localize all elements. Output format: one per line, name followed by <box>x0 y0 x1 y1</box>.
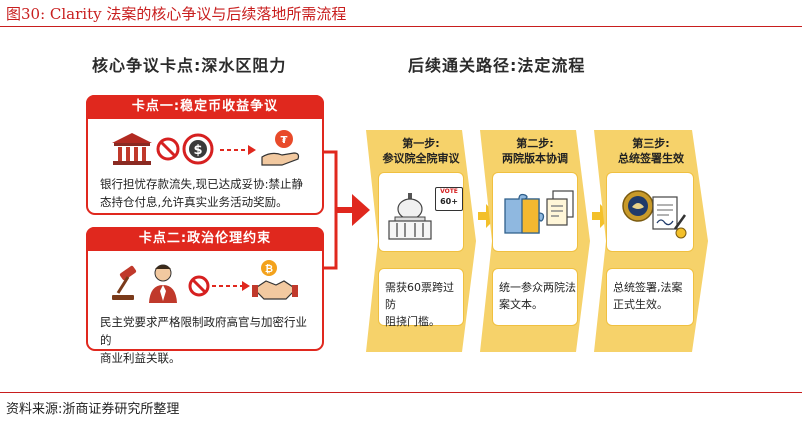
dollar-coin-icon: $ <box>182 133 214 165</box>
step3-title: 第三步: 总统签署生效 <box>594 136 708 166</box>
panel-political-ethics: 卡点二:政治伦理约束 ₿ 民主党要求严格限制政府高官与加密行业的 商业利益关联。 <box>86 227 324 365</box>
step-1: 第一步: 参议院全院审议 VOTE 60+ 需获60票跨过防 阻挠门槛。 <box>366 130 476 352</box>
hand-coin-icon: ₮ <box>260 127 304 169</box>
step3-text-line2: 正式生效。 <box>613 298 668 311</box>
step2-text-line1: 统一参众两院法 <box>499 281 576 294</box>
step2-title: 第二步: 两院版本协调 <box>480 136 590 166</box>
step2-title-line2: 两院版本协调 <box>502 152 568 165</box>
left-heading: 核心争议卡点:深水区阻力 <box>92 56 287 75</box>
step1-title: 第一步: 参议院全院审议 <box>366 136 476 166</box>
panel-stablecoin-yield: 卡点一:稳定币收益争议 $ ₮ 银行担忧存款流失,现已达成妥协:禁止静 态持仓付… <box>86 95 324 215</box>
vote-badge-line1: VOTE <box>440 188 458 195</box>
panel1-text: 银行担忧存款流失,现已达成妥协:禁止静 态持仓付息,允许真实业务活动奖励。 <box>100 175 312 211</box>
step1-title-line2: 参议院全院审议 <box>382 152 460 165</box>
panel2-text-line1: 民主党要求严格限制政府高官与加密行业的 <box>100 315 307 347</box>
bottom-divider <box>0 392 802 393</box>
panel1-title: 卡点一:稳定币收益争议 <box>86 95 324 119</box>
step1-text-line2: 阻挠门槛。 <box>385 315 440 328</box>
arrow-right-icon <box>220 145 256 155</box>
seal-icon <box>621 189 655 223</box>
panel2-text: 民主党要求严格限制政府高官与加密行业的 商业利益关联。 <box>100 313 312 367</box>
panel1-text-line2: 态持仓付息,允许真实业务活动奖励。 <box>100 195 288 209</box>
step3-icon-box <box>606 172 694 252</box>
step2-text: 统一参众两院法 案文本。 <box>499 279 576 313</box>
step-2: 第二步: 两院版本协调 统一参众两院法 案文本。 <box>480 130 590 352</box>
step1-text-box: 需获60票跨过防 阻挠门槛。 <box>378 268 464 328</box>
vote-badge-line2: 60+ <box>440 197 458 206</box>
step3-title-line2: 总统签署生效 <box>618 152 684 165</box>
right-heading: 后续通关路径:法定流程 <box>408 56 586 75</box>
gavel-icon <box>110 265 144 303</box>
step3-title-line1: 第三步: <box>632 137 670 150</box>
puzzle-icon <box>503 193 545 237</box>
panel1-text-line1: 银行担忧存款流失,现已达成妥协:禁止静 <box>100 177 304 191</box>
step1-icon-box: VOTE 60+ <box>378 172 464 252</box>
top-divider <box>0 26 802 27</box>
bank-icon <box>110 131 154 169</box>
bitcoin-coin-icon: ₿ <box>260 259 278 277</box>
official-icon <box>146 261 180 305</box>
step3-text: 总统签署,法案 正式生效。 <box>613 279 683 313</box>
step2-text-line2: 案文本。 <box>499 298 543 311</box>
figure-title: 图30: Clarity 法案的核心争议与后续落地所需流程 <box>6 5 347 23</box>
step1-title-line1: 第一步: <box>402 137 440 150</box>
signed-document-icon <box>651 195 687 239</box>
step1-text: 需获60票跨过防 阻挠门槛。 <box>385 279 463 330</box>
svg-text:₮: ₮ <box>281 135 288 146</box>
bracket-arrow <box>322 150 372 270</box>
step3-text-box: 总统签署,法案 正式生效。 <box>606 268 694 326</box>
handshake-icon <box>252 275 298 305</box>
documents-icon <box>545 189 575 229</box>
step3-text-line1: 总统签署,法案 <box>613 281 683 294</box>
no-symbol-icon <box>156 137 180 161</box>
panel2-title: 卡点二:政治伦理约束 <box>86 227 324 251</box>
svg-text:$: $ <box>193 143 202 158</box>
no-symbol-icon <box>188 275 210 297</box>
panel2-text-line2: 商业利益关联。 <box>100 351 181 365</box>
step-3: 第三步: 总统签署生效 总统签署,法案 正式生效。 <box>594 130 708 352</box>
step2-icon-box <box>492 172 578 252</box>
svg-text:₿: ₿ <box>265 263 273 275</box>
arrow-right-icon <box>212 281 250 291</box>
source-note: 资料来源:浙商证券研究所整理 <box>6 402 180 417</box>
step2-text-box: 统一参众两院法 案文本。 <box>492 268 578 326</box>
capitol-icon <box>387 191 433 243</box>
step1-text-line1: 需获60票跨过防 <box>385 281 454 311</box>
step2-title-line1: 第二步: <box>516 137 554 150</box>
vote-badge-icon: VOTE 60+ <box>435 187 463 211</box>
